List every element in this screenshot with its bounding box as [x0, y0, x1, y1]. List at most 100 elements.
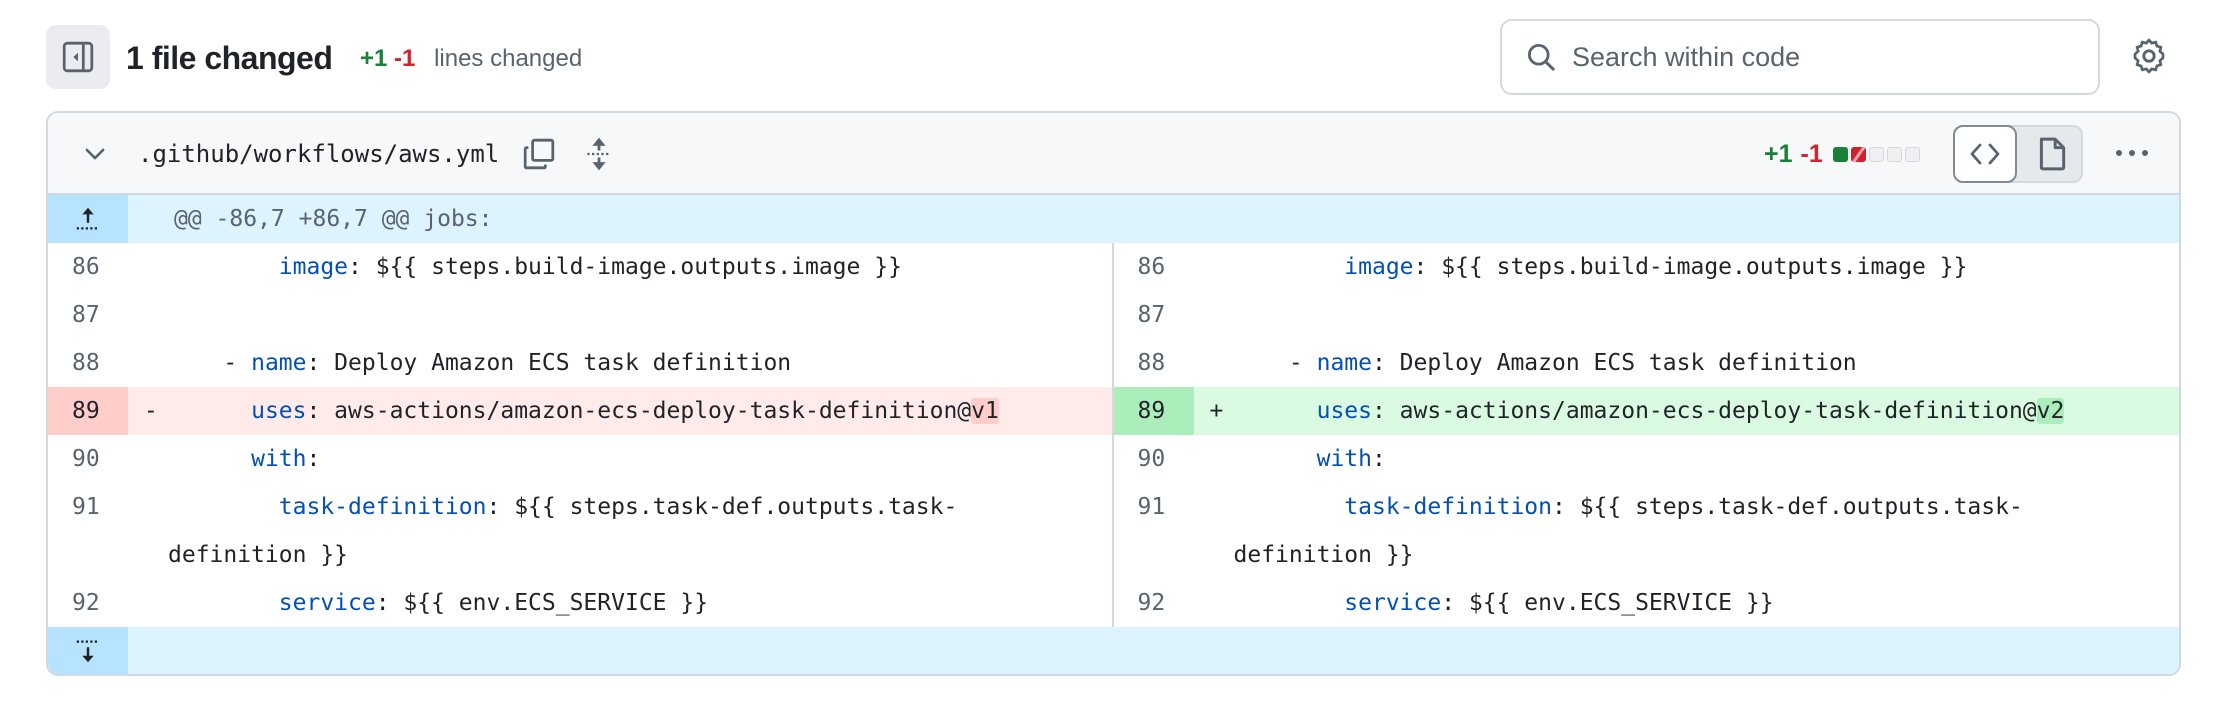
- deleted-word-highlight: v1: [971, 398, 999, 424]
- diff-line: 91 task-definition: ${{ steps.task-def.o…: [48, 483, 1112, 579]
- view-mode-toggle: [1953, 125, 2083, 183]
- line-marker: [128, 243, 168, 291]
- total-additions: +1: [360, 45, 388, 72]
- line-code: - name: Deploy Amazon ECS task definitio…: [1234, 339, 2180, 387]
- line-code: image: ${{ steps.build-image.outputs.ima…: [1234, 243, 2180, 291]
- line-number[interactable]: 86: [72, 254, 100, 280]
- file-header: .github/workflows/aws.yml +1 -1: [48, 113, 2179, 195]
- total-deletions: -1: [394, 45, 416, 72]
- line-number[interactable]: 89: [48, 387, 128, 435]
- line-marker: [1194, 243, 1234, 291]
- diff-line: 90 with:: [1114, 435, 2180, 483]
- diffstat-neutral-block: [1886, 146, 1902, 162]
- lines-changed-label: lines changed: [434, 45, 583, 72]
- line-marker: [128, 483, 168, 579]
- wrapped-code-text: definition }}: [168, 542, 349, 568]
- line-number[interactable]: 87: [72, 302, 100, 328]
- indent: -: [168, 350, 252, 376]
- line-code: service: ${{ env.ECS_SERVICE }}: [168, 579, 1112, 627]
- indent: [1234, 398, 1317, 424]
- line-number[interactable]: 88: [72, 350, 100, 376]
- diff-line: 92 service: ${{ env.ECS_SERVICE }}: [1114, 579, 2180, 627]
- diff-line: 87: [48, 291, 1112, 339]
- chevron-down-icon[interactable]: [82, 141, 108, 167]
- line-marker: [1194, 291, 1234, 339]
- toggle-file-tree-button[interactable]: [46, 25, 110, 89]
- line-number[interactable]: 88: [1137, 350, 1166, 376]
- line-number[interactable]: 91: [72, 494, 100, 520]
- line-number[interactable]: 91: [1137, 494, 1166, 520]
- search-within-code[interactable]: [1500, 19, 2100, 95]
- yaml-key: name: [251, 350, 307, 376]
- diff-line: 88 - name: Deploy Amazon ECS task defini…: [1114, 339, 2180, 387]
- indent: [1234, 494, 1345, 520]
- search-input[interactable]: [1572, 41, 2072, 73]
- code-text: :: [1371, 446, 1386, 472]
- left-pane: 86 image: ${{ steps.build-image.outputs.…: [48, 243, 1114, 627]
- right-pane: 86 image: ${{ steps.build-image.outputs.…: [1113, 243, 2180, 627]
- indent: [168, 254, 279, 280]
- line-marker: [128, 339, 168, 387]
- yaml-key: task-definition: [1344, 494, 1552, 520]
- indent: -: [1233, 350, 1317, 376]
- file-stats: +1 -1: [1764, 139, 1920, 169]
- yaml-key: image: [1344, 254, 1414, 280]
- diff-line: 86 image: ${{ steps.build-image.outputs.…: [48, 243, 1112, 291]
- yaml-key: task-definition: [278, 494, 487, 520]
- line-number[interactable]: 90: [1137, 446, 1166, 472]
- more-options-button[interactable]: [2116, 143, 2156, 163]
- code-view-button[interactable]: [1953, 125, 2017, 183]
- copy-icon[interactable]: [522, 137, 556, 171]
- line-code: image: ${{ steps.build-image.outputs.ima…: [168, 243, 1112, 291]
- code-text: : ${{ steps.task-def.outputs.task-: [1552, 494, 2023, 520]
- added-line: 89 + uses: aws-actions/amazon-ecs-deploy…: [1113, 387, 2179, 435]
- code-text: : ${{ env.ECS_SERVICE }}: [375, 590, 709, 616]
- code-text: : aws-actions/amazon-ecs-deploy-task-def…: [306, 398, 972, 424]
- line-number[interactable]: 86: [1137, 254, 1166, 280]
- expand-down-button[interactable]: [48, 627, 128, 674]
- file-view-button[interactable]: [2021, 127, 2083, 181]
- file-deletions: -1: [1800, 140, 1823, 168]
- indent: [1234, 590, 1345, 616]
- hunk-header-text: @@ -86,7 +86,7 @@ jobs:: [174, 206, 493, 232]
- sidebar-collapse-icon: [62, 41, 94, 73]
- line-number[interactable]: 87: [1137, 302, 1166, 328]
- kebab-dot-icon: [2116, 150, 2122, 156]
- yaml-key: uses: [251, 398, 307, 424]
- file-icon: [2039, 137, 2066, 171]
- expand-all-icon[interactable]: [585, 135, 613, 173]
- code-text: : ${{ steps.task-def.outputs.task-: [486, 494, 958, 520]
- code-text: : Deploy Amazon ECS task definition: [306, 350, 792, 376]
- line-code: with:: [1234, 435, 2180, 483]
- indent: [1234, 254, 1345, 280]
- code-text: : Deploy Amazon ECS task definition: [1371, 350, 1857, 376]
- diffstat-neutral-block: [1868, 146, 1884, 162]
- line-number[interactable]: 92: [72, 590, 100, 616]
- addition-marker: +: [1209, 398, 1224, 424]
- code-text: : aws-actions/amazon-ecs-deploy-task-def…: [1371, 398, 2037, 424]
- hunk-footer: [48, 627, 2179, 674]
- code-text: : ${{ steps.build-image.outputs.image }}: [348, 254, 902, 280]
- line-number[interactable]: 92: [1137, 590, 1166, 616]
- expand-down-icon: [76, 640, 100, 663]
- diffstat-added-block: [1832, 146, 1848, 162]
- line-number[interactable]: 90: [72, 446, 100, 472]
- indent: [168, 590, 279, 616]
- yaml-key: image: [278, 254, 349, 280]
- line-code: - name: Deploy Amazon ECS task definitio…: [168, 339, 1112, 387]
- indent: [168, 446, 251, 472]
- line-marker: [1194, 435, 1234, 483]
- line-marker: [128, 291, 168, 339]
- files-changed-title: 1 file changed: [126, 40, 333, 76]
- added-word-highlight: v2: [2036, 398, 2065, 424]
- gear-icon[interactable]: [2131, 38, 2167, 74]
- diff-toolbar: 1 file changed +1 -1 lines changed: [0, 0, 2220, 112]
- expand-up-button[interactable]: [48, 195, 128, 243]
- code-text: : ${{ steps.build-image.outputs.image }}: [1413, 254, 1968, 280]
- code-text: : ${{ env.ECS_SERVICE }}: [1441, 590, 1774, 616]
- yaml-key: with: [1316, 446, 1372, 472]
- file-path[interactable]: .github/workflows/aws.yml: [138, 140, 500, 168]
- line-number[interactable]: 89: [1113, 387, 1194, 435]
- diff-line: 88 - name: Deploy Amazon ECS task defini…: [48, 339, 1112, 387]
- diff-line: 92 service: ${{ env.ECS_SERVICE }}: [48, 579, 1112, 627]
